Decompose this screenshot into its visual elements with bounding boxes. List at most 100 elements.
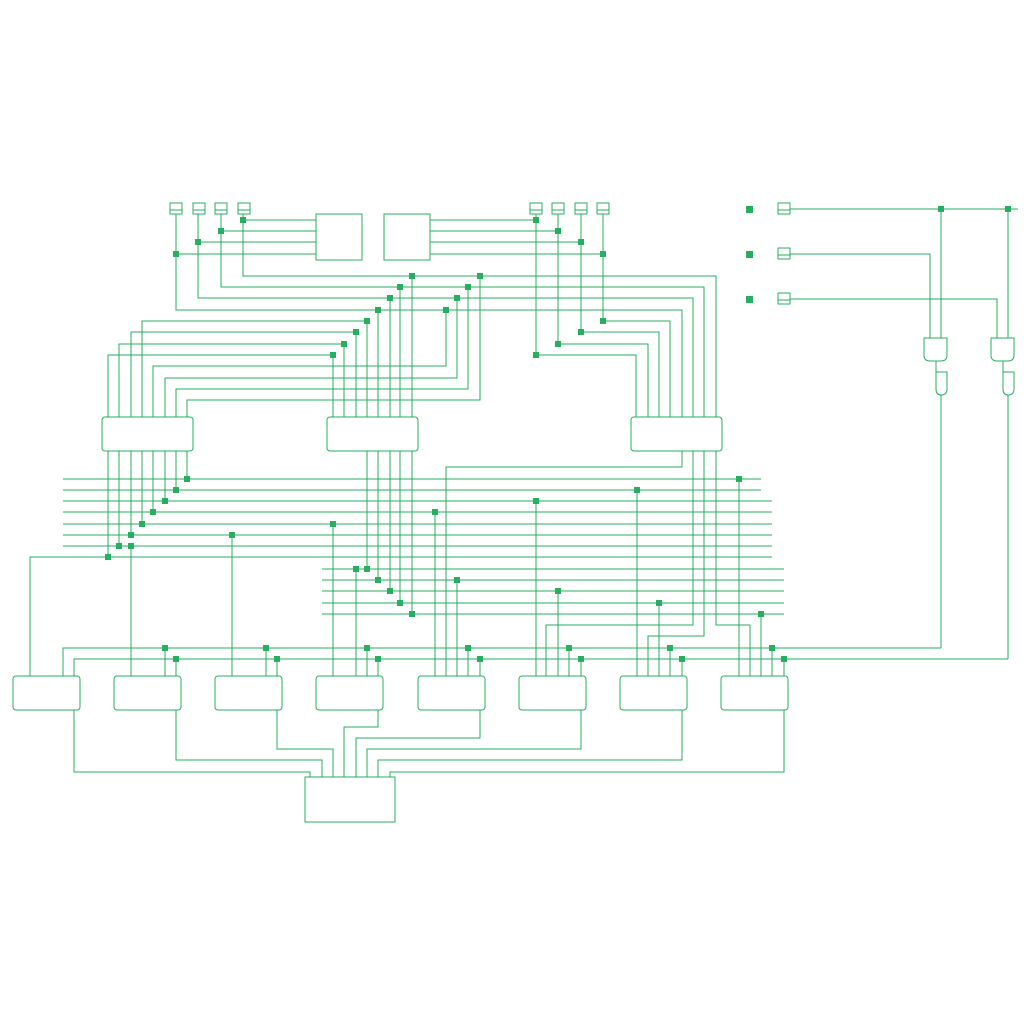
decoder-left [101,416,194,452]
junction-dot [375,656,381,662]
decoder-right [630,416,723,452]
junction-dot [263,645,269,651]
junction-dot [364,318,370,324]
alu-cell [214,675,283,711]
junction-dot [758,611,764,617]
junction-dot [387,588,393,594]
junction-dot [274,656,280,662]
junction-dot [566,645,572,651]
junction-dot [150,509,156,515]
junction-dot [600,251,606,257]
junction-dot [736,476,742,482]
junction-dot [555,588,561,594]
alu-cell [113,675,182,711]
gates [923,337,1015,396]
junction-dot [454,295,460,301]
alu-cell [12,675,81,711]
junction-dot [240,217,246,223]
wires-register-b-in [430,214,604,355]
junction-dot [387,295,393,301]
input-pins-far-right [746,202,791,305]
alu-cell [417,675,486,711]
register-block-a [315,213,363,261]
junction-dot [218,228,224,234]
input-pins-right [529,202,610,215]
junction-dot [533,498,539,504]
wires-alu-outputs [73,710,785,777]
alu-cells [12,675,789,711]
wires-decoder-outputs [107,451,751,676]
junction-dot [1005,206,1011,212]
junction-dot [465,284,471,290]
and-gate [990,337,1015,362]
junction-dot [173,656,179,662]
junction-dot [634,487,640,493]
junction-dot [330,352,336,358]
junction-dot [116,543,122,549]
junction-dot [364,645,370,651]
junction-dot [578,239,584,245]
input-pins-left [169,202,251,215]
junction-dot [173,251,179,257]
junction-dot [600,318,606,324]
junction-dot [375,307,381,313]
junction-dot [769,645,775,651]
alu-cell [518,675,587,711]
junction-dot [229,532,235,538]
output-block [304,776,396,823]
wires-gates [790,208,1018,659]
wires-control [62,647,1008,676]
junction-dot [353,566,359,572]
junction-dot [578,656,584,662]
junction-dot [409,273,415,279]
wires-bus-taps [29,479,762,676]
decoder-middle [326,416,419,452]
bus-upper [63,478,772,558]
junction-dot [128,532,134,538]
register-block-b [383,213,431,261]
junction-dot [454,577,460,583]
junction-dot [397,284,403,290]
junction-dot [533,352,539,358]
alu-cell [619,675,688,711]
junction-dot [330,521,336,527]
wires-decoder-feeds [107,275,717,417]
junction-dot [656,600,662,606]
junction-dot [465,645,471,651]
junction-dot [555,341,561,347]
junction-dot [162,498,168,504]
junction-dot [781,656,787,662]
junction-dot [364,566,370,572]
junction-dot [938,206,944,212]
junction-dot [341,341,347,347]
junction-dot [578,329,584,335]
junction-dots [105,206,1011,662]
junction-dot [184,476,190,482]
junction-dot [162,645,168,651]
junction-dot [353,329,359,335]
alu-cell [720,675,789,711]
junction-dot [195,239,201,245]
junction-dot [443,307,449,313]
buffer-gate [935,371,948,396]
junction-dot [555,228,561,234]
junction-dot [477,273,483,279]
junction-dot [409,611,415,617]
junction-dot [128,543,134,549]
alu-cell [315,675,384,711]
junction-dot [105,554,111,560]
junction-dot [679,656,685,662]
junction-dot [432,509,438,515]
junction-dot [173,487,179,493]
junction-dot [667,645,673,651]
junction-dot [533,217,539,223]
and-gate [923,337,948,362]
wires-register-a-in [175,214,412,311]
junction-dot [477,656,483,662]
junction-dot [397,600,403,606]
buffer-gate [1002,371,1015,396]
junction-dot [139,521,145,527]
junction-dot [375,577,381,583]
